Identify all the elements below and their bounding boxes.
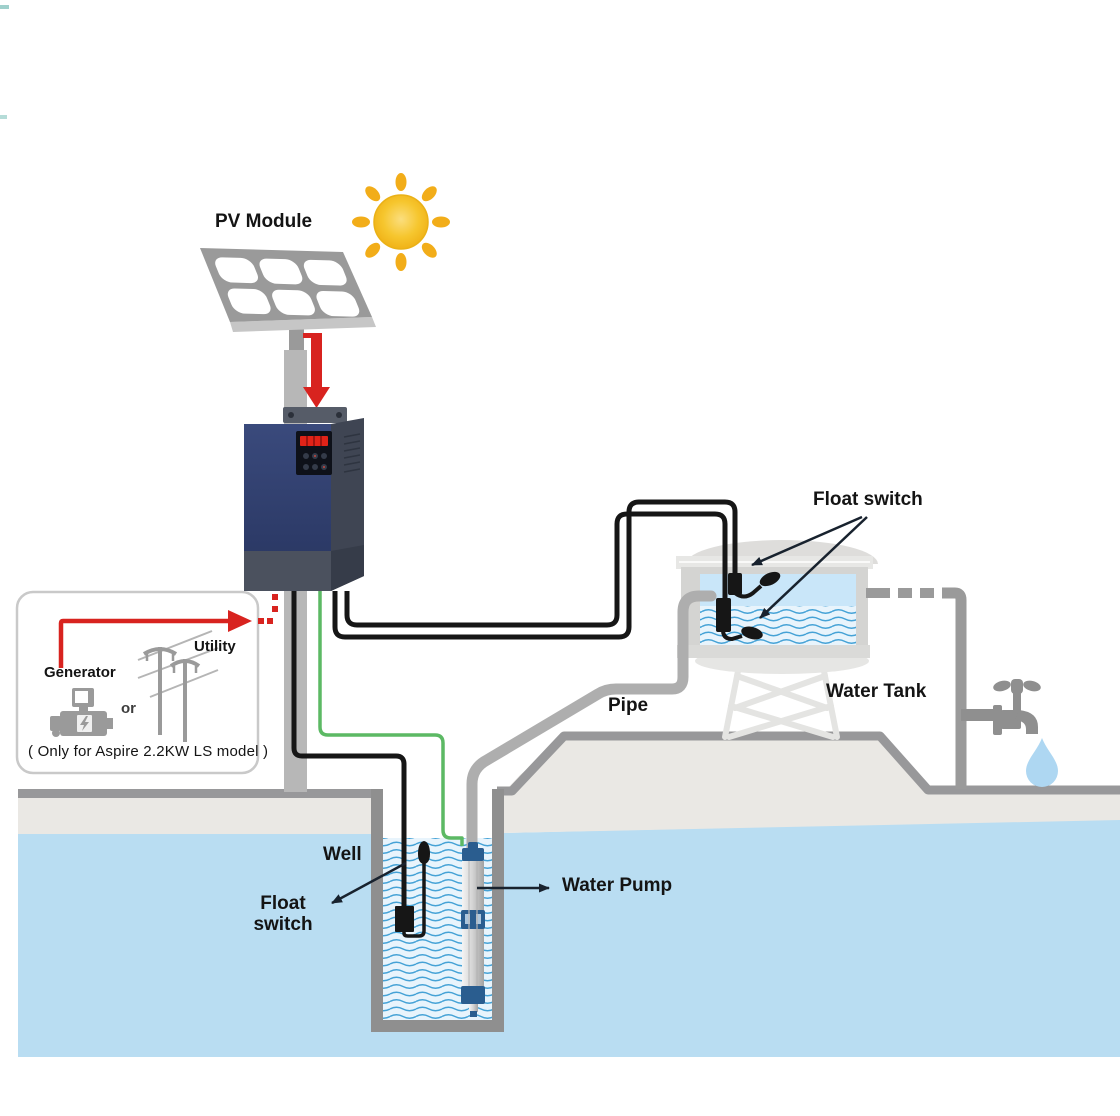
dc-power-arrow — [303, 333, 330, 408]
edge-mark — [0, 5, 9, 9]
arrow-well-float-switch — [331, 861, 407, 905]
terrain — [18, 731, 1120, 1057]
inverter-display — [296, 431, 332, 475]
delivery-pipe — [466, 590, 717, 858]
tank-bottom-band — [677, 645, 870, 658]
water-drop-icon — [1026, 738, 1058, 787]
tank-wire-outer — [332, 499, 738, 640]
water-pump-icon — [461, 842, 485, 1017]
display-buttons — [303, 453, 327, 470]
sun-icon — [352, 173, 450, 271]
groundwater — [18, 819, 1120, 1057]
wiring — [291, 499, 738, 906]
inverter-vents — [343, 433, 361, 473]
generator-label: Generator — [44, 664, 116, 681]
well-wall-right — [492, 789, 504, 1029]
outlet-pipe — [866, 587, 997, 789]
pump-wire-green — [318, 591, 464, 846]
ground-surface-left — [18, 789, 373, 798]
model-note-label: ( Only for Aspire 2.2KW LS model ) — [28, 743, 269, 760]
pv-module-label: PV Module — [215, 211, 313, 232]
water-pump-label: Water Pump — [562, 875, 673, 896]
soil-left — [18, 793, 373, 834]
ac-dotted-path — [258, 594, 278, 624]
utility-label: Utility — [194, 638, 236, 655]
pv-panel-icon — [200, 248, 376, 332]
ground-surface-right — [497, 731, 1120, 796]
water-tank-label: Water Tank — [826, 681, 927, 702]
panel-cells — [215, 257, 360, 317]
panel-edge — [230, 317, 376, 332]
arrow-float-switch-upper — [751, 515, 863, 567]
label-arrows — [331, 515, 868, 905]
faucet-icon — [993, 679, 1041, 735]
edge-marks — [0, 5, 9, 119]
sun-body — [373, 194, 429, 250]
inverter-front-bottom — [244, 551, 331, 591]
soil-right — [503, 736, 1120, 833]
float-switch-tank-label: Float switch — [813, 489, 923, 510]
or-label: or — [121, 700, 136, 717]
inverter-side-bottom — [331, 545, 364, 591]
tank-float-switch-lower — [716, 598, 763, 642]
generator-icon — [50, 688, 113, 737]
pipe-label: Pipe — [608, 695, 649, 716]
tank-wire-inner — [344, 511, 728, 628]
float-switch-well-label: Float switch — [253, 893, 313, 935]
well-label: Well — [323, 844, 362, 865]
inverter-bracket — [283, 407, 347, 423]
well-float-wire — [291, 591, 407, 906]
utility-poles-icon — [137, 630, 219, 742]
tank-float-switch-upper — [728, 571, 781, 599]
edge-mark — [0, 115, 7, 119]
generator-box — [15, 590, 278, 775]
well-wall-left — [371, 789, 383, 1029]
arrow-float-switch-lower — [759, 516, 868, 619]
tank-tower — [722, 663, 840, 740]
well-float-switch-icon — [395, 841, 430, 938]
well-bottom — [371, 1020, 504, 1032]
inverter-icon — [244, 407, 364, 591]
